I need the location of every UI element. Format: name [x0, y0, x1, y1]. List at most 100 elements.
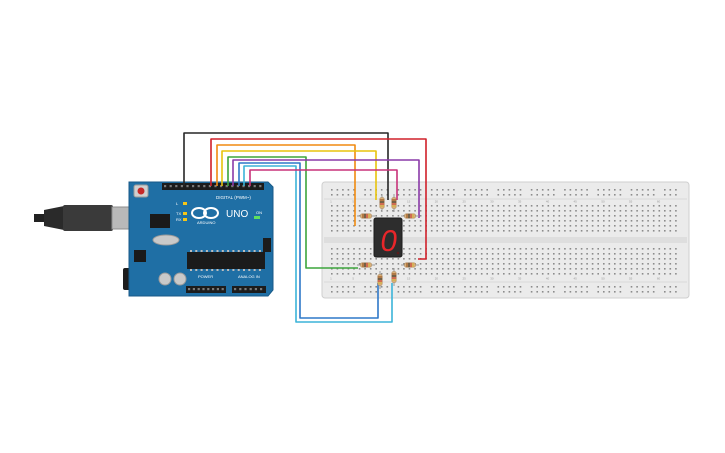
breadboard-hole[interactable] [336, 194, 339, 196]
breadboard-hole[interactable] [353, 189, 355, 191]
breadboard-hole[interactable] [436, 205, 438, 207]
breadboard-hole[interactable] [558, 215, 561, 217]
breadboard-hole[interactable] [625, 263, 627, 265]
breadboard-hole[interactable] [580, 263, 583, 265]
breadboard-hole[interactable] [603, 194, 605, 196]
breadboard-hole[interactable] [603, 230, 605, 232]
breadboard-hole[interactable] [380, 258, 383, 260]
breadboard-hole[interactable] [331, 189, 333, 191]
breadboard-hole[interactable] [675, 189, 677, 191]
breadboard-hole[interactable] [453, 189, 455, 191]
breadboard-hole[interactable] [558, 210, 561, 212]
breadboard-hole[interactable] [591, 215, 594, 217]
breadboard-hole[interactable] [647, 286, 649, 288]
breadboard-hole[interactable] [619, 194, 622, 196]
breadboard-hole[interactable] [336, 286, 339, 288]
header-pin[interactable] [242, 185, 245, 188]
breadboard-hole[interactable] [453, 210, 455, 212]
breadboard-hole[interactable] [519, 215, 522, 217]
breadboard-hole[interactable] [647, 291, 649, 293]
breadboard-hole[interactable] [564, 194, 566, 196]
breadboard-hole[interactable] [669, 273, 672, 275]
breadboard-hole[interactable] [353, 210, 355, 212]
breadboard-hole[interactable] [547, 258, 550, 260]
breadboard-hole[interactable] [647, 189, 649, 191]
breadboard-hole[interactable] [408, 248, 411, 250]
breadboard-hole[interactable] [380, 291, 383, 293]
breadboard-hole[interactable] [569, 273, 572, 275]
wire-red[interactable] [210, 138, 427, 260]
breadboard-hole[interactable] [369, 253, 372, 255]
breadboard-hole[interactable] [430, 248, 433, 250]
breadboard-hole[interactable] [497, 268, 500, 270]
breadboard-hole[interactable] [530, 286, 533, 288]
breadboard-hole[interactable] [375, 286, 377, 288]
breadboard-hole[interactable] [364, 273, 366, 275]
breadboard-hole[interactable] [525, 258, 527, 260]
breadboard-hole[interactable] [647, 273, 649, 275]
breadboard-hole[interactable] [425, 268, 427, 270]
wire-purple[interactable] [232, 159, 420, 218]
breadboard-hole[interactable] [375, 263, 377, 265]
breadboard-hole[interactable] [530, 268, 533, 270]
breadboard-hole[interactable] [486, 248, 488, 250]
breadboard-hole[interactable] [603, 286, 605, 288]
breadboard-hole[interactable] [336, 215, 339, 217]
breadboard-hole[interactable] [641, 263, 644, 265]
breadboard-hole[interactable] [508, 225, 511, 227]
breadboard-hole[interactable] [519, 225, 522, 227]
breadboard-hole[interactable] [342, 194, 344, 196]
breadboard-hole[interactable] [519, 230, 522, 232]
breadboard-hole[interactable] [536, 286, 538, 288]
breadboard-hole[interactable] [503, 286, 505, 288]
breadboard-hole[interactable] [614, 268, 616, 270]
breadboard-hole[interactable] [491, 273, 494, 275]
breadboard-hole[interactable] [403, 291, 405, 293]
breadboard-hole[interactable] [464, 258, 466, 260]
breadboard-hole[interactable] [480, 263, 483, 265]
breadboard-hole[interactable] [525, 225, 527, 227]
breadboard-hole[interactable] [664, 286, 666, 288]
breadboard-hole[interactable] [369, 258, 372, 260]
breadboard-hole[interactable] [503, 189, 505, 191]
breadboard-hole[interactable] [380, 215, 383, 217]
breadboard-hole[interactable] [508, 273, 511, 275]
breadboard-hole[interactable] [497, 263, 500, 265]
breadboard-hole[interactable] [491, 210, 494, 212]
breadboard-hole[interactable] [475, 253, 477, 255]
breadboard-hole[interactable] [447, 258, 450, 260]
resistor[interactable] [357, 213, 375, 219]
breadboard-hole[interactable] [669, 248, 672, 250]
breadboard-hole[interactable] [530, 253, 533, 255]
breadboard-hole[interactable] [664, 263, 666, 265]
breadboard-hole[interactable] [436, 194, 438, 196]
breadboard-hole[interactable] [591, 205, 594, 207]
breadboard-hole[interactable] [491, 253, 494, 255]
breadboard-hole[interactable] [491, 205, 494, 207]
breadboard-hole[interactable] [375, 210, 377, 212]
breadboard-hole[interactable] [641, 291, 644, 293]
breadboard-hole[interactable] [480, 253, 483, 255]
wire-orange[interactable] [216, 144, 356, 226]
breadboard-hole[interactable] [408, 225, 411, 227]
breadboard-hole[interactable] [519, 263, 522, 265]
breadboard-hole[interactable] [380, 286, 383, 288]
breadboard-hole[interactable] [575, 205, 577, 207]
breadboard-hole[interactable] [503, 253, 505, 255]
breadboard-hole[interactable] [386, 273, 389, 275]
breadboard-hole[interactable] [447, 248, 450, 250]
breadboard-hole[interactable] [508, 210, 511, 212]
breadboard-hole[interactable] [608, 189, 611, 191]
breadboard-hole[interactable] [353, 248, 355, 250]
breadboard-hole[interactable] [564, 230, 566, 232]
arduino-uno[interactable]: DIGITAL (PWM~) ARDUINO UNO L TX RX ON [34, 181, 274, 297]
breadboard-hole[interactable] [458, 273, 461, 275]
breadboard-hole[interactable] [575, 220, 577, 222]
breadboard-hole[interactable] [658, 273, 661, 275]
breadboard-hole[interactable] [458, 268, 461, 270]
digital-header-pins[interactable] [164, 185, 262, 188]
breadboard-hole[interactable] [442, 263, 444, 265]
header-pin[interactable] [231, 185, 234, 188]
breadboard-hole[interactable] [619, 286, 622, 288]
breadboard-hole[interactable] [647, 258, 649, 260]
